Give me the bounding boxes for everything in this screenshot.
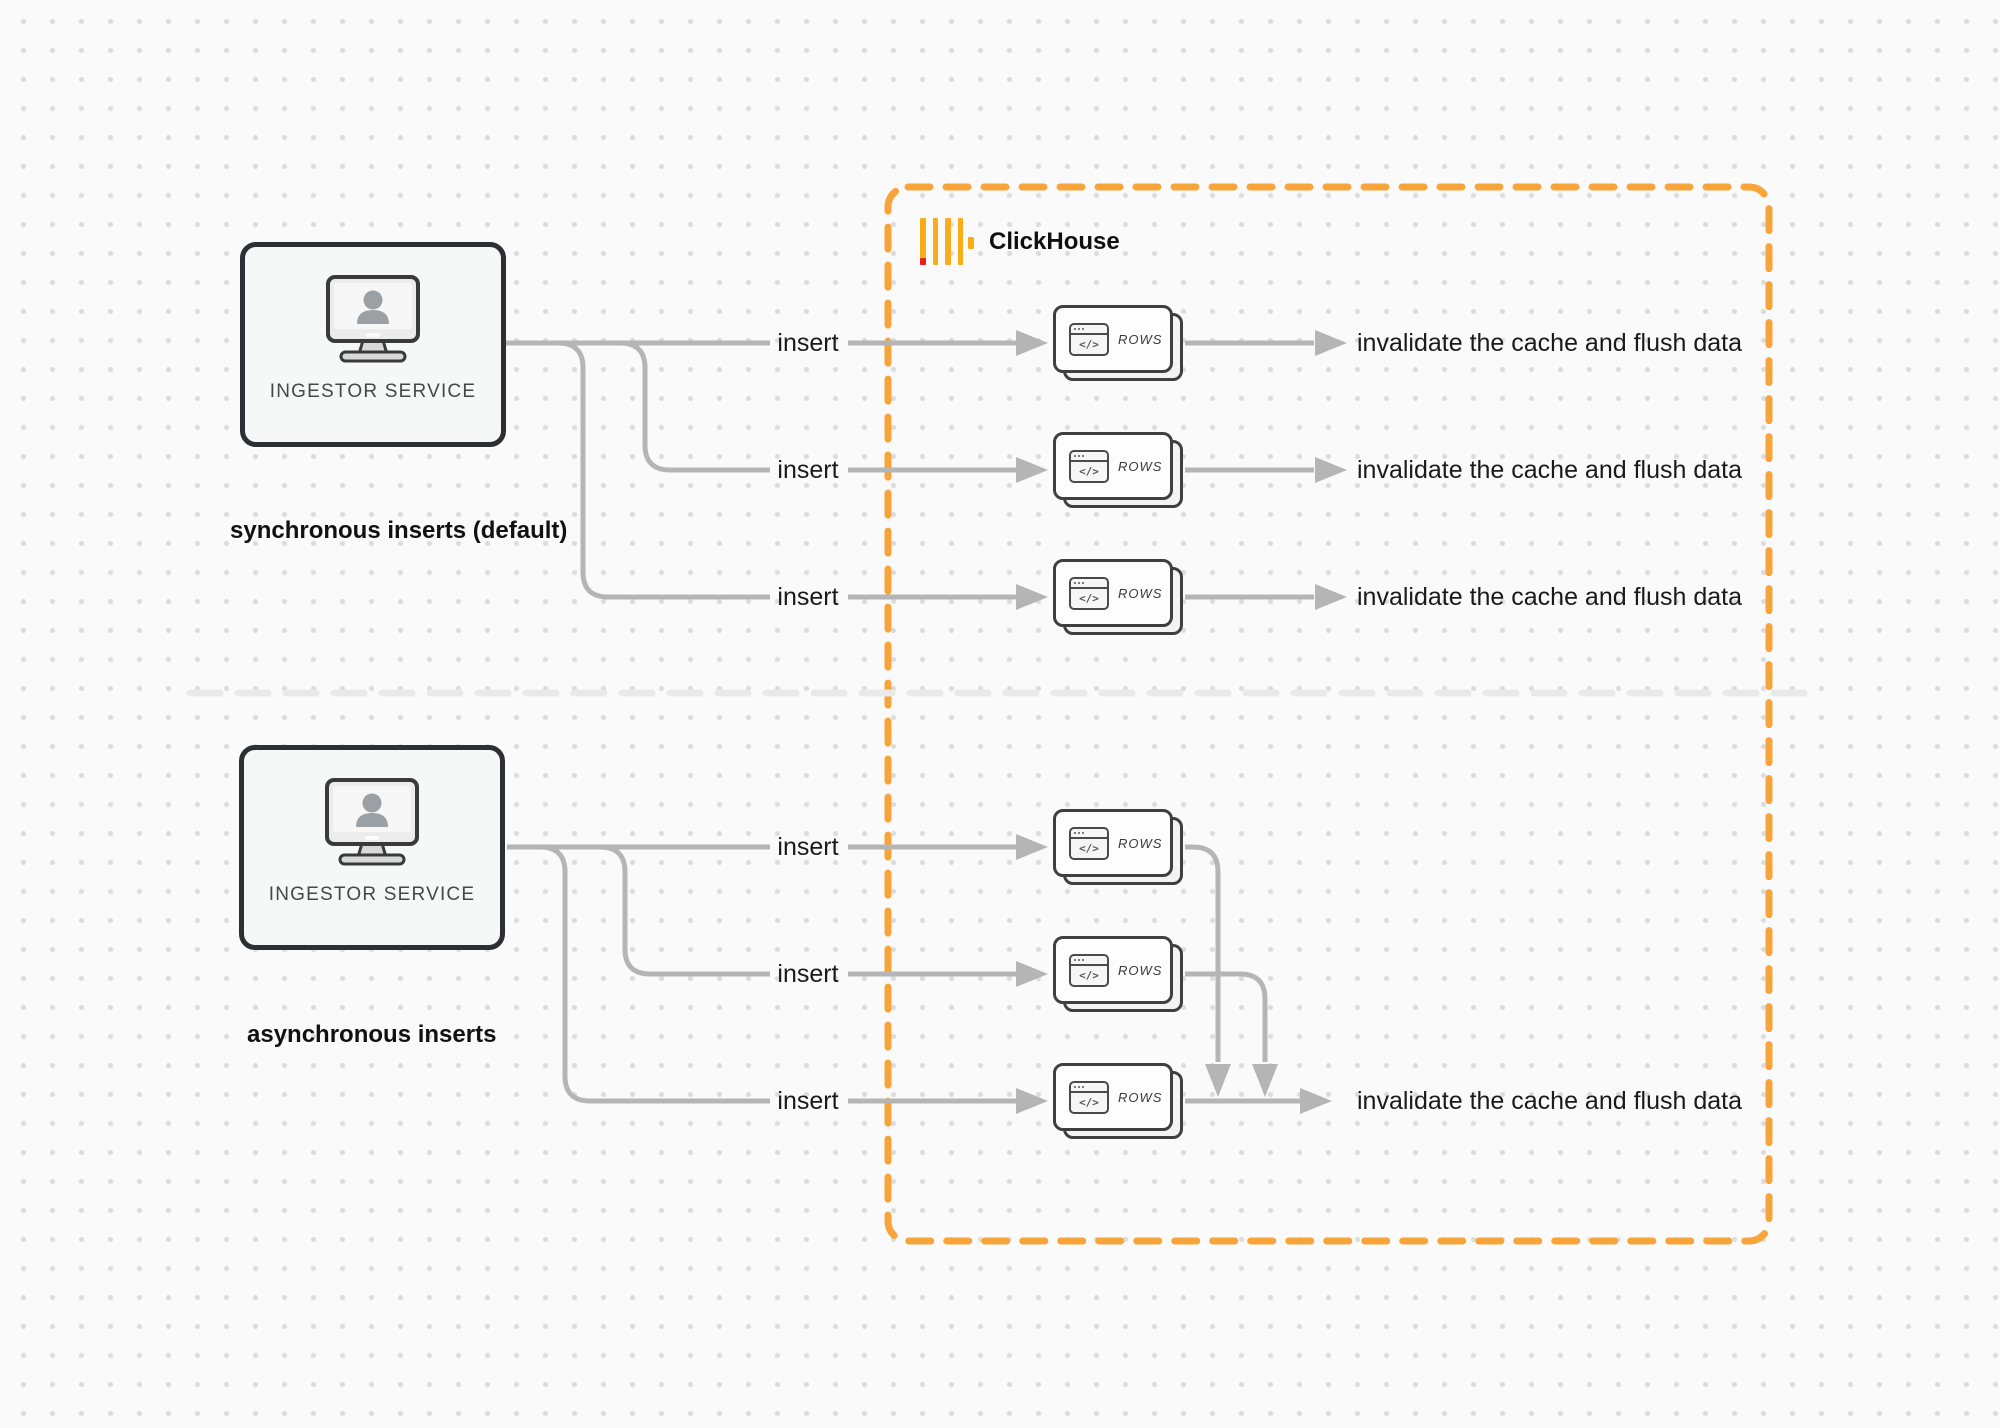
service-label: INGESTOR SERVICE (269, 381, 477, 402)
insert-label: insert (777, 960, 839, 988)
rows-node: </> ROWS (1053, 936, 1183, 1012)
code-window-icon: </> (1069, 1080, 1109, 1114)
clickhouse-logo: ClickHouse (920, 218, 1120, 265)
rows-node: </> ROWS (1053, 1063, 1183, 1139)
code-window-icon: </> (1069, 576, 1109, 610)
sync-section-caption: synchronous inserts (default) (230, 517, 568, 544)
insert-label: insert (777, 833, 839, 861)
rows-node-label: ROWS (1118, 1089, 1163, 1105)
ingestor-service-box-async: INGESTOR SERVICE (239, 745, 505, 950)
rows-node-label: ROWS (1118, 331, 1163, 347)
rows-node-label: ROWS (1118, 458, 1163, 474)
code-window-icon: </> (1069, 449, 1109, 483)
rows-node-front: </> ROWS (1053, 936, 1173, 1004)
rows-node-front: </> ROWS (1053, 1063, 1173, 1131)
rows-node: </> ROWS (1053, 432, 1183, 508)
code-window-icon: </> (1069, 322, 1109, 356)
clickhouse-boundary-box (884, 183, 1773, 1245)
insert-label: insert (777, 329, 839, 357)
rows-node: </> ROWS (1053, 809, 1183, 885)
user-monitor-icon (325, 778, 419, 866)
result-label: invalidate the cache and flush data (1357, 1087, 1742, 1115)
code-window-icon: </> (1069, 953, 1109, 987)
result-label: invalidate the cache and flush data (1357, 583, 1742, 611)
insert-label: insert (777, 456, 839, 484)
clickhouse-logo-icon (920, 218, 974, 265)
code-window-icon: </> (1069, 826, 1109, 860)
async-section-caption: asynchronous inserts (247, 1021, 497, 1048)
sync-connectors (505, 340, 1314, 600)
async-arrowheads (1016, 834, 1332, 1114)
clickhouse-logo-text: ClickHouse (989, 227, 1120, 255)
user-monitor-icon (326, 275, 420, 363)
rows-node-label: ROWS (1118, 835, 1163, 851)
rows-node: </> ROWS (1053, 559, 1183, 635)
result-label: invalidate the cache and flush data (1357, 456, 1742, 484)
ingestor-service-box-sync: INGESTOR SERVICE (240, 242, 506, 447)
async-connectors (507, 844, 1300, 1104)
insert-label: insert (777, 583, 839, 611)
insert-label: insert (777, 1087, 839, 1115)
rows-node-front: </> ROWS (1053, 809, 1173, 877)
sync-arrowheads (1016, 330, 1347, 610)
rows-node: </> ROWS (1053, 305, 1183, 381)
rows-node-label: ROWS (1118, 585, 1163, 601)
rows-node-label: ROWS (1118, 962, 1163, 978)
rows-node-front: </> ROWS (1053, 305, 1173, 373)
result-label: invalidate the cache and flush data (1357, 329, 1742, 357)
rows-node-front: </> ROWS (1053, 432, 1173, 500)
service-label: INGESTOR SERVICE (268, 884, 476, 905)
rows-node-front: </> ROWS (1053, 559, 1173, 627)
